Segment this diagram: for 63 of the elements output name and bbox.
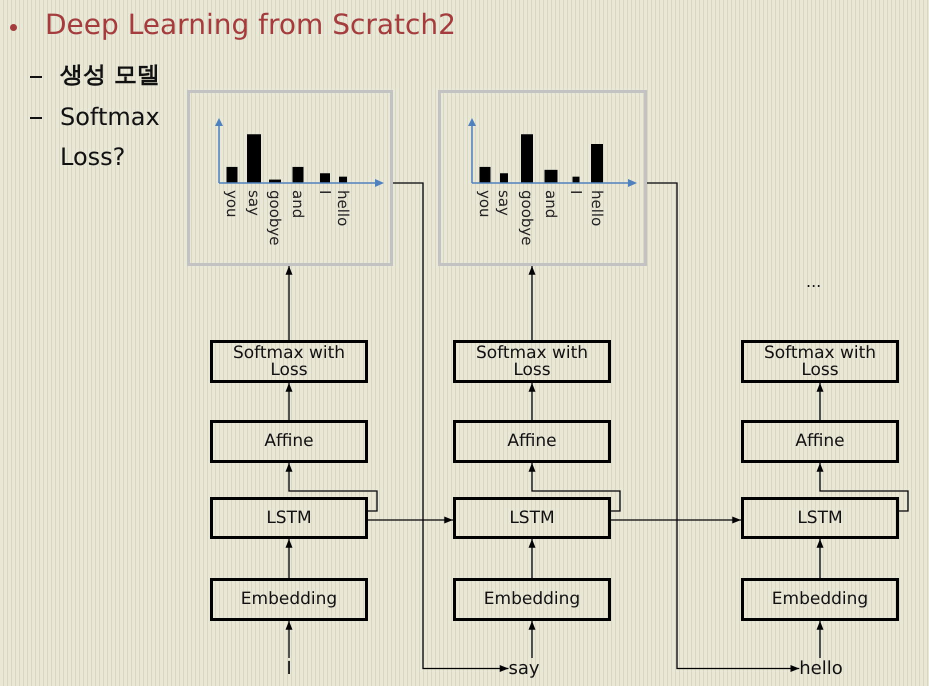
category-label: goobye [267, 190, 283, 246]
category-label: I [317, 190, 333, 194]
layer-label: Softmax with Loss [762, 344, 878, 378]
layer-label: Affine [795, 433, 845, 450]
chart-frame [438, 90, 647, 266]
layer-box [453, 578, 611, 621]
layer-label: Softmax with Loss [474, 344, 590, 378]
layer-box [453, 420, 611, 463]
arrow [286, 383, 292, 420]
category-label: say [246, 190, 262, 216]
layer-label: Embedding [484, 591, 580, 608]
category-label: hello [589, 190, 605, 226]
ellipsis-text: ... [806, 272, 822, 292]
category-label: hello [335, 190, 351, 226]
layer-box [453, 497, 611, 539]
category-label: you [224, 190, 240, 218]
category-label: you [477, 190, 493, 218]
arrow [368, 516, 453, 524]
category-label: and [543, 190, 559, 218]
layer-label: LSTM [509, 510, 555, 526]
layer-box [210, 578, 368, 621]
arrow [528, 383, 536, 420]
arrow [816, 383, 824, 420]
arrow [816, 463, 909, 512]
arrow [816, 621, 824, 658]
arrow [286, 266, 292, 340]
chart-frame [187, 90, 393, 266]
category-label: goobye [519, 190, 535, 246]
layer-box [210, 420, 368, 463]
arrow [528, 539, 536, 578]
layer-box [453, 340, 611, 383]
arrow [286, 539, 292, 578]
category-label: say [496, 190, 512, 216]
layer-label: Affine [264, 433, 314, 450]
layer-box [741, 340, 899, 383]
arrow [528, 266, 536, 340]
input-word: I [286, 658, 292, 679]
layer-label: Affine [507, 433, 557, 450]
layer-box [210, 340, 368, 383]
input-word: hello [799, 658, 843, 679]
arrow [611, 516, 741, 524]
arrow [393, 182, 508, 672]
category-label: I [568, 190, 584, 194]
layer-label: Embedding [772, 591, 868, 608]
layer-label: LSTM [266, 510, 312, 526]
bullet-text: Softmax Loss? [60, 102, 160, 173]
arrow [286, 621, 292, 658]
layer-label: Embedding [240, 591, 338, 608]
layer-box [741, 578, 899, 621]
layer-box [741, 497, 899, 539]
layer-box [741, 420, 899, 463]
bullet-text: 생성 모델 [60, 61, 160, 90]
slide-title: Deep Learning from Scratch2 [45, 8, 456, 42]
layer-label: Softmax with Loss [232, 344, 346, 378]
arrow [528, 621, 536, 658]
input-word: say [508, 658, 540, 679]
arrow [286, 463, 378, 512]
layer-label: LSTM [797, 510, 843, 526]
arrow [528, 463, 621, 512]
arrow [647, 182, 800, 672]
layer-box [210, 497, 368, 539]
arrow [816, 539, 824, 578]
category-label: and [290, 190, 306, 218]
